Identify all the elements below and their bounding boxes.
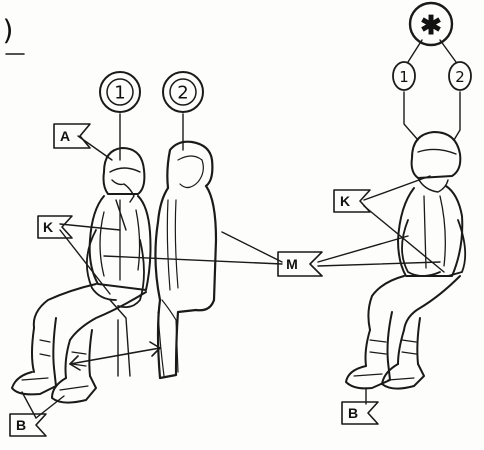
- seated-occupant-right: [346, 132, 465, 389]
- flag-b-right-text: B: [348, 405, 358, 421]
- seated-occupant-left: [12, 148, 151, 403]
- callout-star: ✱: [410, 3, 452, 45]
- callout-2-label: 2: [177, 83, 188, 104]
- leader-lines: [22, 40, 460, 418]
- flag-k-right-text: K: [340, 193, 350, 209]
- callout-right-2: 2: [449, 62, 471, 90]
- flag-k-left-text: K: [43, 219, 53, 235]
- callout-right-1: 1: [393, 62, 415, 90]
- flag-m-text: M: [286, 256, 298, 272]
- flag-b-left-text: B: [16, 417, 26, 433]
- callout-right-2-label: 2: [455, 68, 465, 86]
- flag-label-a: A: [54, 124, 90, 148]
- flag-label-m: M: [278, 252, 322, 276]
- flag-label-k-left: K: [38, 216, 72, 238]
- star-icon: ✱: [420, 10, 442, 40]
- callout-1-label: 1: [114, 83, 125, 104]
- flag-label-b-left: B: [10, 414, 46, 436]
- flag-label-k-right: K: [334, 190, 370, 212]
- callout-right-1-label: 1: [399, 68, 409, 86]
- callout-circle-2: 2: [163, 72, 203, 112]
- flag-label-b-right: B: [342, 402, 378, 424]
- callout-circle-1: 1: [100, 72, 140, 112]
- corner-mark: ): [3, 14, 14, 47]
- flag-a-text: A: [60, 128, 70, 144]
